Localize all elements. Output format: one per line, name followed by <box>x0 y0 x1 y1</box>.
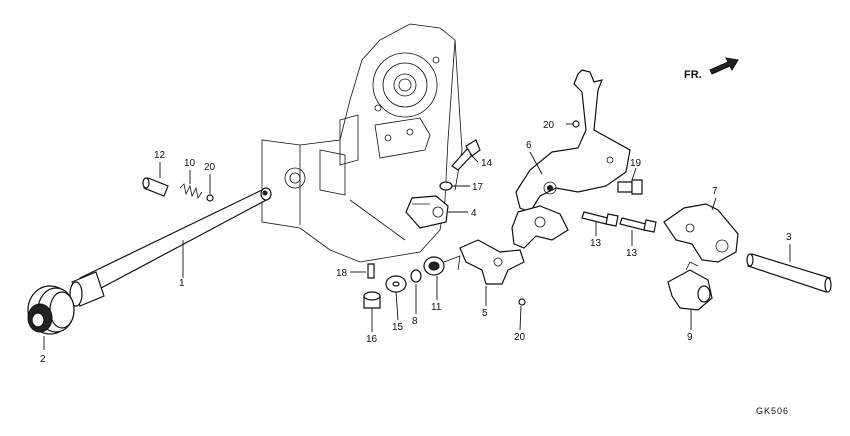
callout-2: 2 <box>40 354 46 365</box>
part-13-bolt-a <box>581 211 619 227</box>
part-20-ball-c <box>518 298 526 306</box>
front-direction-label: FR. <box>684 69 702 81</box>
callout-15: 15 <box>392 322 404 333</box>
part-16-collar <box>363 291 381 309</box>
part-4-bracket <box>405 195 449 229</box>
part-10-spring <box>179 183 203 200</box>
leader-lines <box>43 123 791 350</box>
callout-8: 8 <box>412 316 418 327</box>
callout-11: 11 <box>431 302 442 313</box>
callout-10: 10 <box>184 158 196 169</box>
callout-18: 18 <box>336 268 348 279</box>
callout-5: 5 <box>482 308 488 319</box>
callout-14: 14 <box>481 158 493 169</box>
callout-1: 1 <box>179 278 185 289</box>
part-14-bolt <box>451 139 481 171</box>
part-13-bolt-b <box>619 217 657 233</box>
callout-20-a: 20 <box>204 162 216 173</box>
part-20-ball-a <box>206 194 214 202</box>
part-18-dowel <box>367 263 375 279</box>
callout-4: 4 <box>471 208 477 219</box>
diagram-code: GK506 <box>756 406 789 416</box>
part-11-roller <box>423 255 461 276</box>
part-17-washer <box>439 181 453 191</box>
callout-20-b: 20 <box>543 120 555 131</box>
callout-17: 17 <box>472 182 484 193</box>
callout-labels: 1 2 3 4 5 6 7 8 9 10 11 12 13 13 14 15 1… <box>40 120 792 365</box>
engine-case-outline <box>261 23 463 263</box>
part-9-shift-fork <box>667 261 713 311</box>
callout-3: 3 <box>786 232 792 243</box>
part-1-shift-shaft <box>69 187 272 307</box>
part-7-guide-plate <box>663 203 739 263</box>
part-2-boot <box>27 285 75 335</box>
part-19-bolt <box>617 179 643 195</box>
part-20-ball-b <box>572 120 580 128</box>
part-8-washer <box>410 269 422 283</box>
part-3-shaft <box>746 253 832 293</box>
callout-6: 6 <box>526 140 532 151</box>
callout-16: 16 <box>366 334 378 345</box>
callout-19: 19 <box>630 158 642 169</box>
callout-20-c: 20 <box>514 332 526 343</box>
front-direction-arrow <box>709 57 739 75</box>
part-12-pin <box>142 177 169 197</box>
callout-13-a: 13 <box>590 238 602 249</box>
part-6-shift-arm <box>511 69 631 249</box>
callout-7: 7 <box>712 186 718 197</box>
part-5-stopper-arm <box>459 239 525 285</box>
callout-9: 9 <box>687 332 693 343</box>
callout-12: 12 <box>154 150 166 161</box>
callout-13-b: 13 <box>626 248 638 259</box>
part-15-washer <box>385 275 407 293</box>
